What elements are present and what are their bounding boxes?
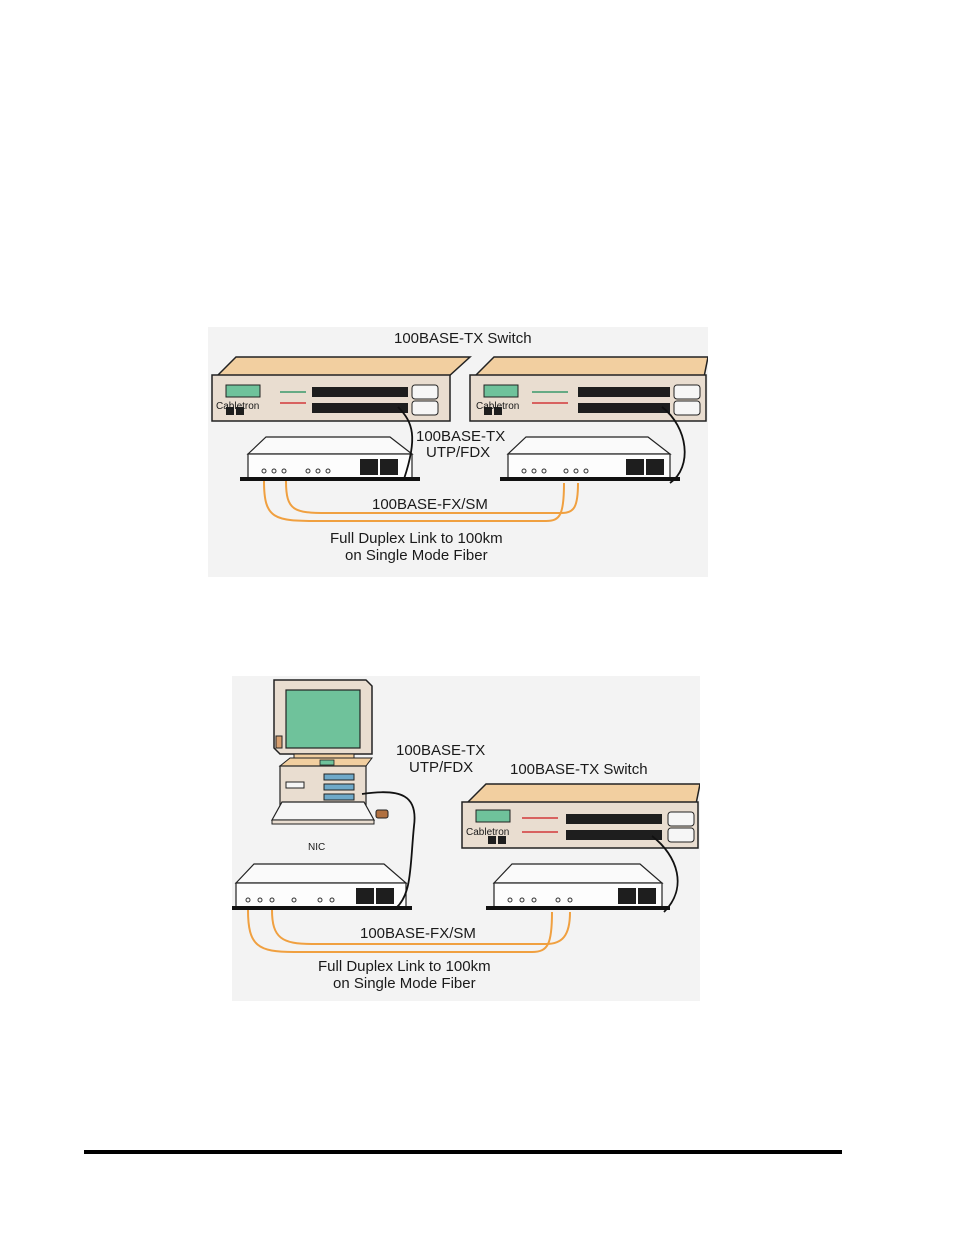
diagram1-brand-left: Cabletron <box>216 398 259 415</box>
diagram1-utp-label-line1: 100BASE-TX <box>416 428 505 445</box>
diagram1-brand-right: Cabletron <box>476 398 519 415</box>
diagram1-link-label-line1: Full Duplex Link to 100km <box>330 530 503 547</box>
diagram2-switch-brand: Cabletron <box>466 824 509 841</box>
diagram2-utp-label-line1: 100BASE-TX <box>396 742 485 759</box>
diagram1-link-label-line2: on Single Mode Fiber <box>345 547 488 564</box>
diagram2-link-label-line1: Full Duplex Link to 100km <box>318 958 491 975</box>
media-converter-left <box>240 437 420 481</box>
diagram2-nic-label: NIC <box>308 839 325 856</box>
diagram2-switch-title: 100BASE-TX Switch <box>510 761 648 778</box>
diagram1-utp-label-line2: UTP/FDX <box>426 444 490 461</box>
diagram2-link-label-line2: on Single Mode Fiber <box>333 975 476 992</box>
pc-workstation <box>272 680 388 824</box>
media-converter-left <box>232 864 412 910</box>
footer-rule <box>84 1150 842 1154</box>
diagram1-switch-title: 100BASE-TX Switch <box>394 330 532 347</box>
diagram2-fiber-label: 100BASE-FX/SM <box>360 925 476 942</box>
diagram1-fiber-label: 100BASE-FX/SM <box>372 496 488 513</box>
media-converter-right <box>500 437 680 481</box>
diagram2-utp-label-line2: UTP/FDX <box>409 759 473 776</box>
media-converter-right <box>486 864 670 910</box>
